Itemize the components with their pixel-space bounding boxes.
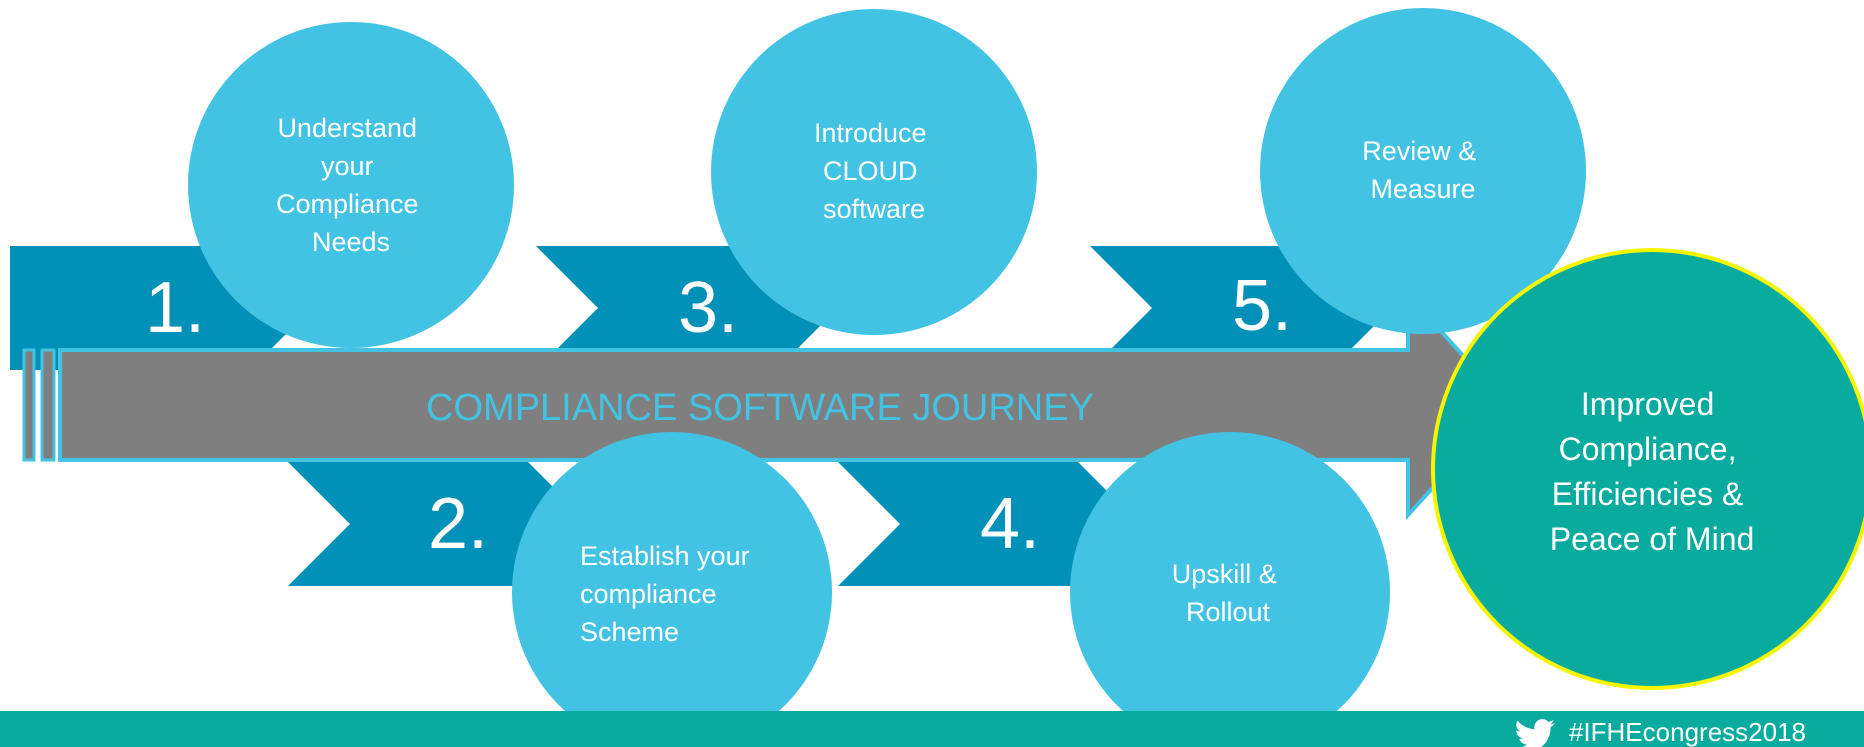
step-1-label-line: Understand — [277, 113, 417, 143]
step-3-label: Introduce CLOUD software — [814, 118, 934, 224]
arrow-tail-stripe — [22, 348, 36, 462]
step-2-label-line: Scheme — [580, 617, 679, 647]
footer-hashtag-group: #IFHEcongress2018 — [1513, 717, 1806, 747]
step-2-label-line: compliance — [580, 579, 717, 609]
outcome-circle — [1431, 248, 1864, 690]
step-2-bubble — [512, 432, 832, 747]
outcome-label-line: Efficiencies & — [1552, 476, 1744, 512]
step-5-label-line: Measure — [1370, 174, 1475, 204]
step-1-bubble — [188, 22, 514, 348]
step-3-label-line: software — [823, 194, 925, 224]
outcome-label-line: Peace of Mind — [1550, 521, 1755, 557]
outcome-label: Improved Compliance, Efficiencies & Peac… — [1550, 386, 1755, 557]
step-4-bubble — [1070, 432, 1390, 747]
step-3-number: 3. — [678, 268, 738, 348]
step-4-number: 4. — [980, 484, 1040, 564]
footer-bar — [0, 711, 1864, 747]
footer-hashtag: #IFHEcongress2018 — [1568, 717, 1806, 747]
step-2-chevron — [288, 462, 590, 586]
step-5-bubble — [1260, 8, 1586, 334]
step-4-chevron — [838, 462, 1140, 586]
arrow-tail-stripe — [40, 348, 56, 462]
step-1-label: Understand your Compliance Needs — [276, 113, 426, 257]
step-4-label-line: Rollout — [1186, 597, 1271, 627]
step-4-label-line: Upskill & — [1172, 559, 1277, 589]
step-2-label-line: Establish your — [580, 541, 750, 571]
outcome-label-line: Compliance, — [1559, 431, 1737, 467]
step-1-label-line: your — [321, 151, 374, 181]
step-2-number: 2. — [428, 484, 488, 564]
step-1-label-line: Needs — [312, 227, 390, 257]
step-3-bubble — [711, 9, 1037, 335]
step-5-number: 5. — [1232, 266, 1292, 346]
journey-title: COMPLIANCE SOFTWARE JOURNEY — [426, 387, 1094, 429]
step-3-label-line: Introduce — [814, 118, 927, 148]
step-3-label-line: CLOUD — [823, 156, 918, 186]
step-5-label-line: Review & — [1362, 136, 1476, 166]
outcome-label-line: Improved — [1581, 386, 1714, 422]
step-4-label: Upskill & Rollout — [1172, 559, 1285, 627]
step-5-label: Review & Measure — [1362, 136, 1484, 204]
step-2-label: Establish your compliance Scheme — [580, 541, 757, 647]
step-1-label-line: Compliance — [276, 189, 419, 219]
twitter-bird-icon — [1516, 719, 1555, 747]
step-1-number: 1. — [145, 268, 205, 348]
